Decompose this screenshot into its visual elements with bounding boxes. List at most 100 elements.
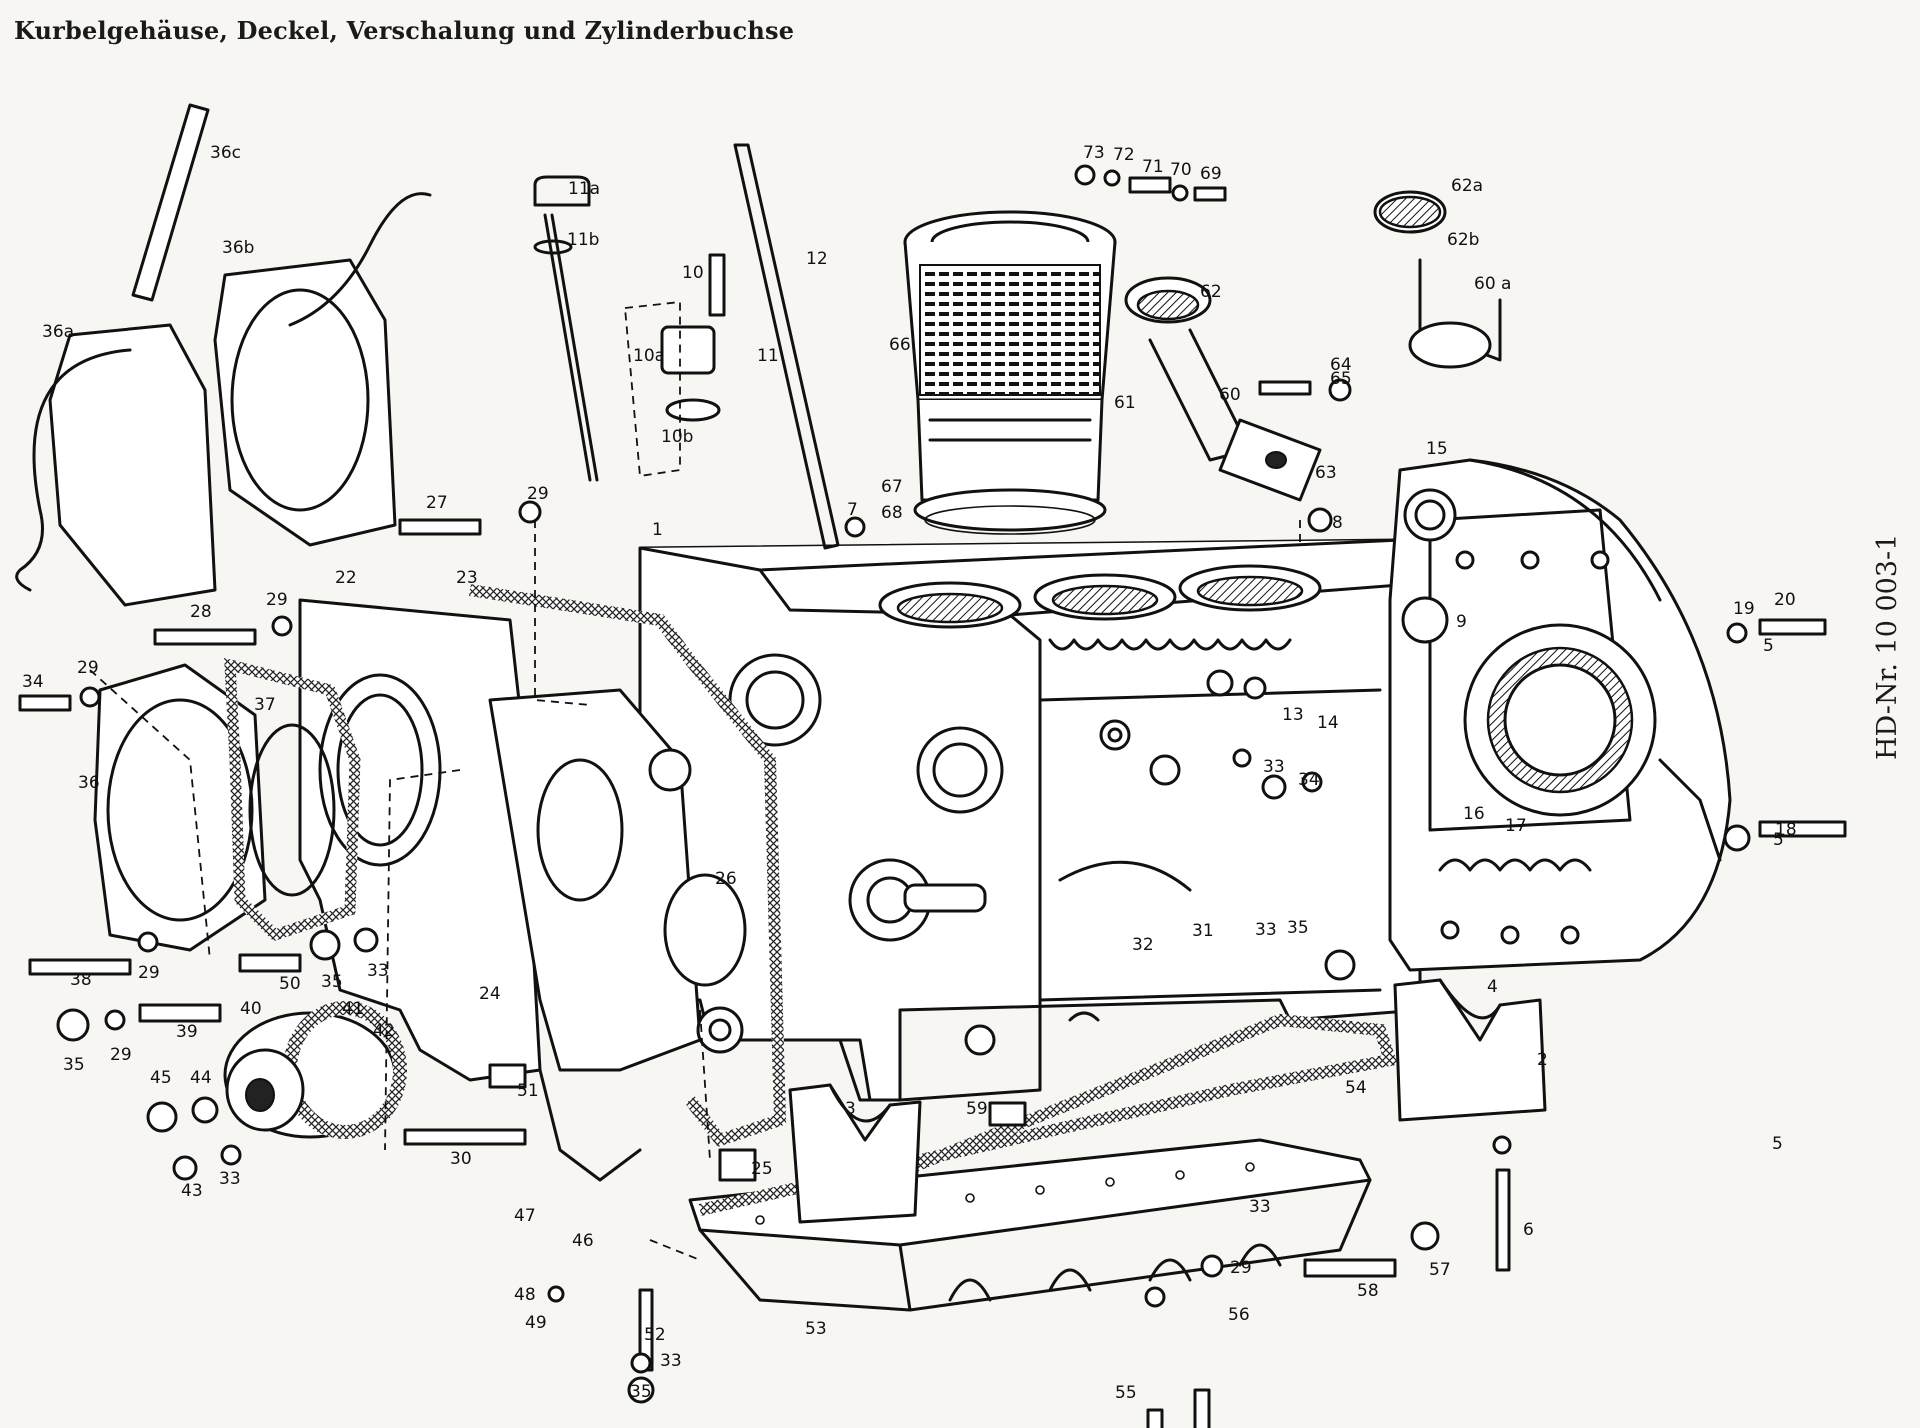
part-label: 60 a — [1474, 274, 1511, 294]
part-label: 8 — [1332, 513, 1343, 533]
part-label: 66 — [889, 335, 911, 355]
part-label: 5 — [1772, 1134, 1783, 1154]
part-label: 47 — [514, 1206, 536, 1226]
part-label: 49 — [525, 1313, 547, 1333]
part-label: 7 — [847, 500, 858, 520]
part-label: 72 — [1113, 145, 1135, 165]
part-label: 46 — [572, 1231, 594, 1251]
part-label: 33 — [1249, 1197, 1271, 1217]
part-label: 37 — [254, 695, 276, 715]
part-label: 44 — [190, 1068, 212, 1088]
part-label: 34 — [1298, 770, 1320, 790]
part-label: 36b — [222, 238, 254, 258]
part-label: 33 — [219, 1169, 241, 1189]
part-label: 6 — [1523, 1220, 1534, 1240]
part-label: 11b — [567, 230, 599, 250]
part-label: 29 — [138, 963, 160, 983]
part-label: 11a — [568, 179, 600, 199]
part-label: 62b — [1447, 230, 1479, 250]
part-label: 36c — [210, 143, 241, 163]
part-label: 19 — [1733, 599, 1755, 619]
part-label: 35 — [321, 972, 343, 992]
part-label: 38 — [70, 970, 92, 990]
part-label: 56 — [1228, 1305, 1250, 1325]
part-label: 31 — [1192, 921, 1214, 941]
part-label: 42 — [373, 1021, 395, 1041]
part-label: 10 — [682, 263, 704, 283]
part-label: 20 — [1774, 590, 1796, 610]
cylinder-liner — [903, 210, 1117, 535]
part-label: 69 — [1200, 164, 1222, 184]
part-label: 52 — [644, 1325, 666, 1345]
part-label: 22 — [335, 568, 357, 588]
part-label: 29 — [527, 484, 549, 504]
part-label: 63 — [1315, 463, 1337, 483]
part-label: 23 — [456, 568, 478, 588]
part-label: 36 — [78, 773, 100, 793]
part-label: 5 — [1773, 830, 1784, 850]
crankcase-block — [638, 538, 1422, 1102]
part-label: 34 — [22, 672, 44, 692]
part-label: 18 — [1775, 820, 1797, 840]
part-label: 62 — [1200, 282, 1222, 302]
part-label: 53 — [805, 1319, 827, 1339]
part-label: 11 — [757, 346, 779, 366]
timing-case-cover — [298, 584, 787, 1182]
part-label: 51 — [517, 1081, 539, 1101]
part-label: 73 — [1083, 143, 1105, 163]
part-label: 27 — [426, 493, 448, 513]
part-label: 16 — [1463, 804, 1485, 824]
part-label: 5 — [1763, 636, 1774, 656]
part-label: 33 — [1263, 757, 1285, 777]
part-label: 58 — [1357, 1281, 1379, 1301]
part-label: 62a — [1451, 176, 1483, 196]
crankshaft-seal-cover — [223, 1001, 407, 1139]
part-label: 40 — [240, 999, 262, 1019]
fasteners — [18, 164, 1847, 1428]
part-label: 43 — [181, 1181, 203, 1201]
part-label: 14 — [1317, 713, 1339, 733]
part-label: 29 — [110, 1045, 132, 1065]
part-label: 9 — [1456, 612, 1467, 632]
part-label: 57 — [1429, 1260, 1451, 1280]
part-label: 70 — [1170, 160, 1192, 180]
part-label: 17 — [1505, 816, 1527, 836]
part-label: 45 — [150, 1068, 172, 1088]
part-label: 33 — [660, 1351, 682, 1371]
part-label: 59 — [966, 1099, 988, 1119]
part-label: 61 — [1114, 393, 1136, 413]
part-label: 36a — [42, 322, 74, 342]
part-label: 28 — [190, 602, 212, 622]
part-label: 71 — [1142, 157, 1164, 177]
breather-tubes — [15, 103, 432, 607]
part-label: 12 — [806, 249, 828, 269]
page-title: Kurbelgehäuse, Deckel, Verschalung und Z… — [14, 16, 795, 45]
part-label: 29 — [77, 658, 99, 678]
part-label: 29 — [266, 590, 288, 610]
part-label: 29 — [1230, 1258, 1252, 1278]
part-label: 68 — [881, 503, 903, 523]
part-label: 39 — [176, 1022, 198, 1042]
part-label: 15 — [1426, 439, 1448, 459]
flywheel-housing — [1388, 458, 1732, 972]
part-label: 10b — [661, 427, 693, 447]
part-label: 35 — [630, 1382, 652, 1402]
part-label: 67 — [881, 477, 903, 497]
part-label: 13 — [1282, 705, 1304, 725]
part-label: 35 — [1287, 918, 1309, 938]
part-label: 50 — [279, 974, 301, 994]
dipstick-assembly — [533, 143, 840, 550]
part-label: 48 — [514, 1285, 536, 1305]
main-bearing-caps — [788, 978, 1547, 1224]
intake-elbows — [1124, 190, 1502, 502]
part-label: 3 — [845, 1099, 856, 1119]
part-label: 35 — [63, 1055, 85, 1075]
part-label: 64 — [1330, 355, 1352, 375]
part-label: 24 — [479, 984, 501, 1004]
part-label: 25 — [751, 1159, 773, 1179]
part-label: 2 — [1537, 1050, 1548, 1070]
end-cover-plate — [93, 657, 361, 952]
part-label: 4 — [1487, 977, 1498, 997]
